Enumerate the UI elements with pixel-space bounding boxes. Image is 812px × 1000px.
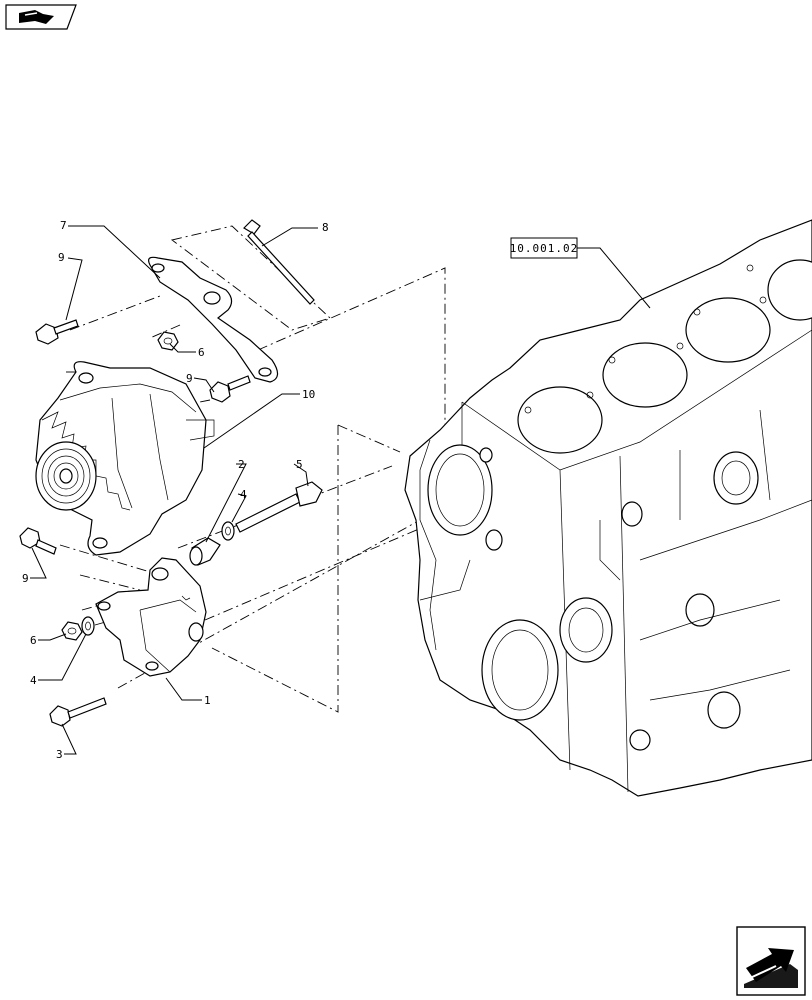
bolt-3 [49,697,107,727]
callout-9-lower: 9 [22,572,29,585]
callout-6-lower: 6 [30,634,37,647]
callout-8: 8 [322,221,329,234]
bolt-9-middle [209,375,251,403]
alternator-lower-bracket [95,557,207,677]
next-page-button[interactable] [736,926,806,996]
previous-page-arrow-icon [5,4,77,30]
callout-7: 7 [60,219,67,232]
engine-block [404,219,812,797]
reference-link[interactable]: 10.001.02 [510,237,651,309]
washer-4-upper [221,521,235,541]
callout-1: 1 [204,694,211,707]
washer-4-lower [81,616,95,636]
callout-6-upper: 6 [198,346,205,359]
alternator [35,361,215,556]
bolt-9-upper [35,319,79,345]
previous-page-button[interactable] [5,4,77,30]
bolt-5 [235,481,323,533]
callout-9-upper: 9 [58,251,65,264]
callout-4-upper: 4 [240,488,247,501]
long-bolt [243,219,315,305]
nut-6-upper [157,331,179,351]
callout-4-lower: 4 [30,674,37,687]
next-page-arrow-icon [736,926,806,996]
callout-2: 2 [238,458,245,471]
alternator-upper-bracket [148,256,279,383]
callout-3: 3 [56,748,63,761]
bushing [189,537,221,566]
callout-9-middle: 9 [186,372,193,385]
callout-labels: 7 8 9 6 9 10 2 5 4 9 6 4 1 3 [22,219,329,761]
reference-label: 10.001.02 [510,242,579,255]
bolt-9-lower [19,527,57,555]
nut-6-lower [61,621,83,641]
leader-lines [30,225,318,755]
callout-10: 10 [302,388,315,401]
callout-5: 5 [296,458,303,471]
